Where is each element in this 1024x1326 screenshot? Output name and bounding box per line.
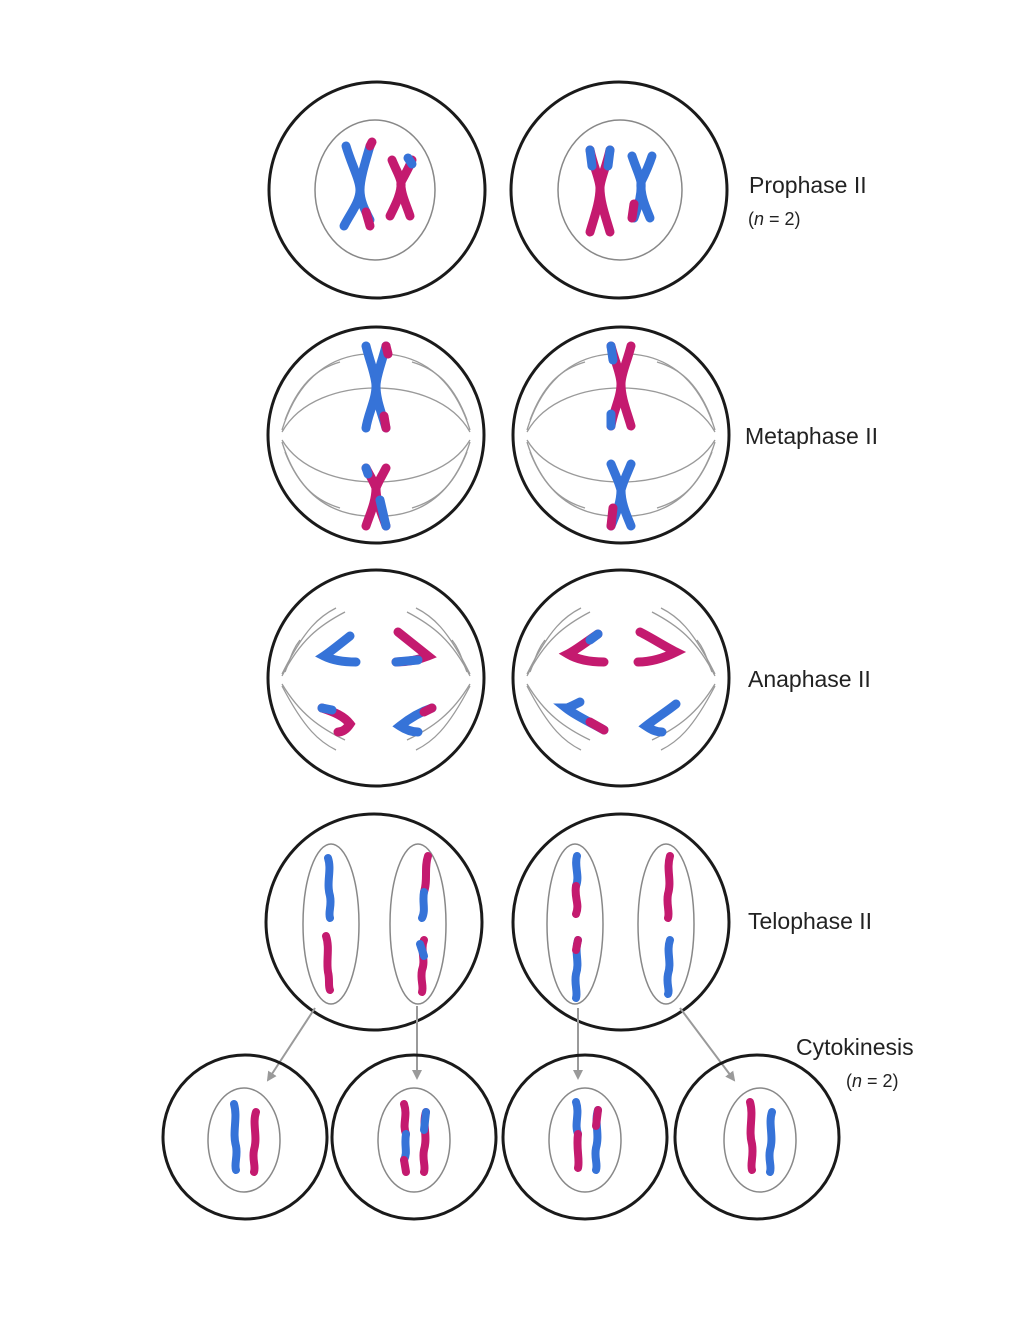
anaphase-cell-left [266,568,486,788]
chromosome-blue [361,341,393,433]
metaphase-cell-right [511,325,731,545]
daughter-cell-4 [673,1053,841,1221]
telophase-cell-right [511,812,731,1032]
nucleus [302,843,360,1005]
stage-label-cytokinesis: Cytokinesis [796,1034,914,1060]
nucleus [207,1087,281,1193]
ploidy-label-prophase: (n = 2) [748,209,801,229]
anaphase-cell-right [511,568,731,788]
daughter-cell-2 [330,1053,498,1221]
chromatid [638,699,681,737]
stage-label-prophase: Prophase II [749,172,867,198]
prophase-cell-right [509,80,729,300]
ploidy-label-cytokinesis: (n = 2) [846,1071,899,1091]
chromosome-magenta [385,153,417,221]
chromosome-magenta [606,341,636,431]
prophase-cell-left [267,80,487,300]
nucleus [314,119,436,261]
spindle-fibers [281,607,471,751]
nucleus [548,1087,622,1193]
arrow [679,1007,736,1082]
spindle-fibers [526,607,716,751]
daughter-cell-1 [161,1053,329,1221]
chromosome-magenta [361,463,391,531]
chromatid [633,627,687,667]
stage-label-metaphase: Metaphase II [745,423,878,449]
stage-label-telophase: Telophase II [748,908,873,934]
daughter-cell-3 [501,1053,669,1221]
chromosome-magenta [585,145,615,237]
chromosome-blue [339,137,377,231]
spindle-fibers [526,353,716,517]
metaphase-cell-left [266,325,486,545]
nucleus [723,1087,797,1193]
nucleus [389,843,447,1005]
nucleus [637,843,695,1005]
chromatid [315,631,361,667]
arrow [266,1007,316,1082]
nucleus [377,1087,451,1193]
telophase-cell-left [264,812,484,1032]
division-arrows [266,1006,736,1082]
chromosome-blue [627,151,657,223]
chromosome-blue [606,459,636,531]
nucleus [546,843,604,1005]
nucleus [557,119,683,261]
stage-label-anaphase: Anaphase II [748,666,871,692]
